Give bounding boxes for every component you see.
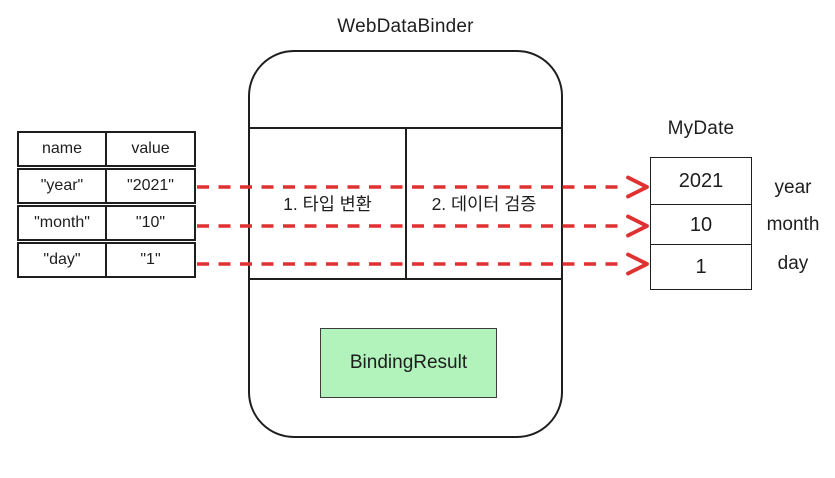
binding-result-label: BindingResult bbox=[349, 352, 468, 373]
cell-year-name: "year" bbox=[17, 168, 107, 204]
table-row: "day" "1" bbox=[17, 242, 196, 278]
step-label-type-conversion: 1. 타입 변환 bbox=[283, 194, 372, 214]
step-box-data-validation: 2. 데이터 검증 bbox=[405, 127, 563, 280]
step-box-type-conversion: 1. 타입 변환 bbox=[248, 127, 407, 280]
field-label-year: year bbox=[774, 177, 812, 198]
input-parameter-table: name value "year" "2021" "month" "10" "d… bbox=[17, 131, 196, 278]
table-header-row: name value bbox=[17, 131, 196, 167]
cell-month-name: "month" bbox=[17, 205, 107, 241]
binder-title: WebDataBinder bbox=[337, 16, 474, 37]
mydate-title: MyDate bbox=[667, 118, 735, 139]
mydate-cell-year: 2021 bbox=[650, 157, 752, 206]
cell-year-value: "2021" bbox=[105, 168, 196, 204]
step-label-data-validation: 2. 데이터 검증 bbox=[431, 194, 537, 214]
field-label-month: month bbox=[766, 214, 820, 235]
cell-day-value: "1" bbox=[105, 242, 196, 278]
mydate-cell-month: 10 bbox=[650, 204, 752, 247]
cell-day-name: "day" bbox=[17, 242, 107, 278]
mydate-cell-day: 1 bbox=[650, 244, 752, 291]
header-cell-name: name bbox=[17, 131, 107, 167]
table-row: "month" "10" bbox=[17, 205, 196, 241]
header-cell-value: value bbox=[105, 131, 196, 167]
field-label-day: day bbox=[777, 253, 809, 274]
mydate-object-table: 2021 10 1 bbox=[650, 157, 752, 291]
binding-result-box: BindingResult bbox=[320, 328, 497, 398]
cell-month-value: "10" bbox=[105, 205, 196, 241]
table-row: "year" "2021" bbox=[17, 168, 196, 204]
